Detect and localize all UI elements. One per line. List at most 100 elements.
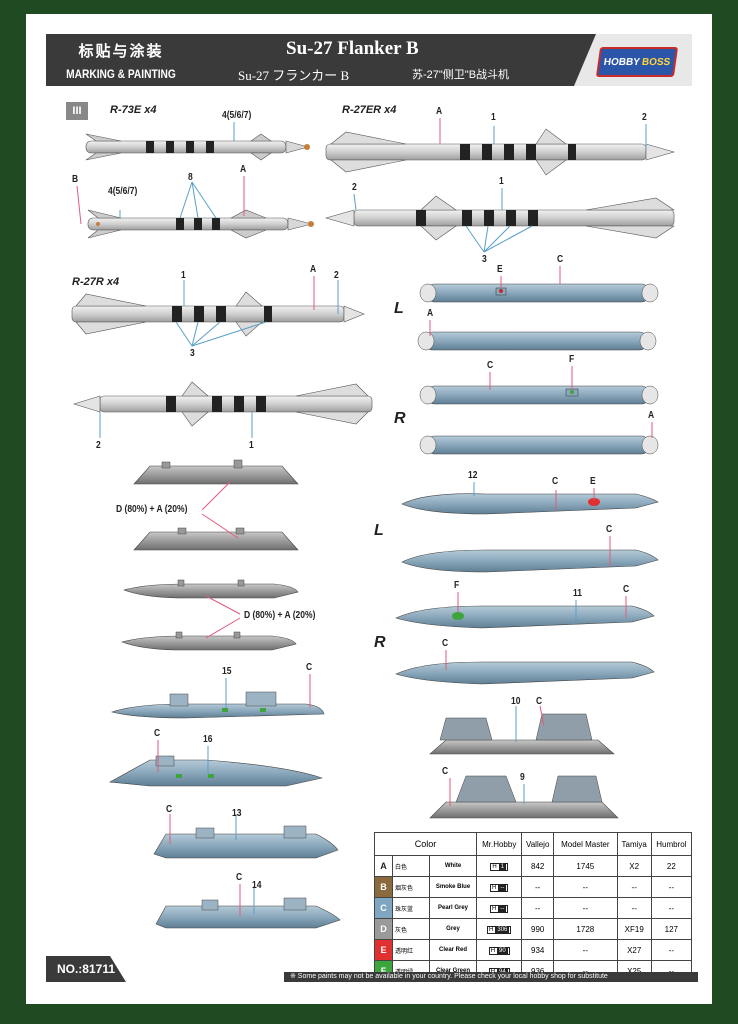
ann-label: C [623,584,630,595]
r73-missile-1 [85,122,310,161]
color-swatch: A [374,855,393,877]
pod-L-2 [417,320,657,351]
ann-label: 1 [499,176,504,187]
pylon-L-2 [401,536,659,573]
ann-label: 2 [352,182,357,193]
tamiya-code: -- [616,897,652,919]
color-swatch: E [374,939,393,961]
ann-label: C [552,476,559,487]
r27r-missile-1 [71,276,365,347]
ann-label: 3 [482,254,487,265]
color-name-en: White [429,855,477,877]
ann-label: A [240,164,247,175]
ann-label: 13 [232,808,242,819]
humbrol-code: 22 [650,855,693,877]
pod-L-1 [419,266,659,303]
color-name-en: Grey [429,918,477,940]
ann-label: C [557,254,564,265]
modelmaster-code: -- [552,876,618,898]
ann-label: 8 [188,172,193,183]
ann-label: 3 [190,348,195,359]
color-table: Color Mr.Hobby Vallejo Model Master Tami… [374,832,693,982]
rail-grey-4 [121,617,297,651]
color-swatch: C [374,897,393,919]
instruction-sheet: 标贴与涂装 MARKING & PAINTING Su-27 Flanker B… [26,14,712,1004]
tamiya-code: X27 [616,939,652,961]
tamiya-code: XF19 [616,918,652,940]
ann-label: 9 [520,772,525,783]
side-label-R2: R [374,634,386,651]
section-r27r: R-27R x4 [72,276,120,288]
header-en-title: MARKING & PAINTING [66,67,176,81]
launcher-2 [109,740,324,787]
launcher-3 [153,814,339,859]
ann-label: 12 [468,470,478,481]
tamiya-code: -- [616,876,652,898]
ann-label: F [569,354,575,365]
ann-label: C [606,524,613,535]
ann-label: A [436,106,443,117]
ann-label: A [427,308,434,319]
rail-grey-1 [133,459,299,511]
adapter-2 [429,775,619,819]
ann-label: A [648,410,655,421]
color-name-en: Pearl Grey [429,897,477,919]
ann-label: 16 [203,734,213,745]
model-title-jp: Su-27 フランカー B [238,68,350,83]
ann-label: C [487,360,494,371]
ann-label: C [306,662,313,673]
ann-label: 10 [511,696,521,707]
ann-label: 2 [334,270,339,281]
humbrol-code: -- [650,939,693,961]
header-cn-title: 标贴与涂装 [78,43,164,60]
color-swatch: B [374,876,393,898]
section-r27er: R-27ER x4 [342,104,397,116]
page-header: 标贴与涂装 MARKING & PAINTING Su-27 Flanker B… [46,34,692,86]
modelmaster-code: 1728 [552,918,618,940]
ann-label: B [72,174,79,185]
color-name-cn: 灰色 [392,918,430,940]
rail-grey-3 [123,579,299,615]
ann-label: 15 [222,666,232,677]
pylon-L-1 [401,482,659,515]
pod-R-2 [419,422,659,455]
humbrol-code: -- [650,897,693,919]
ann-label: 4(5/6/7) [108,186,138,197]
step-icon: III [66,102,88,120]
pod-R-1 [419,366,659,405]
footer-note: ※ Some paints may not be available in yo… [284,972,698,982]
side-label-R1: R [394,410,406,427]
ann-label: 1 [249,440,254,451]
adapter-1 [429,705,615,755]
mrhobby-code: H-- [475,897,523,919]
vallejo-code: 990 [521,918,554,940]
modelmaster-code: -- [552,897,618,919]
vallejo-code: -- [521,897,554,919]
color-name-cn: 烟灰色 [392,876,430,898]
side-label-L1: L [394,300,404,317]
color-name-en: Smoke Blue [429,876,477,898]
mrhobby-code: H-- [475,876,523,898]
col-tamiya: Tamiya [616,832,652,856]
color-name-cn: 透明红 [392,939,430,961]
model-title: Su-27 Flanker B [286,38,419,59]
rail-grey-2 [133,513,299,551]
ann-label: E [497,264,503,275]
r27r-missile-2 [72,381,373,438]
humbrol-code: 127 [650,918,693,940]
vallejo-code: 934 [521,939,554,961]
modelmaster-code: -- [552,939,618,961]
color-name-cn: 珠灰蓝 [392,897,430,919]
launcher-1 [110,674,325,719]
r73-missile-2 [76,176,314,239]
color-name-en: Clear Red [429,939,477,961]
ann-label: 14 [252,880,262,891]
